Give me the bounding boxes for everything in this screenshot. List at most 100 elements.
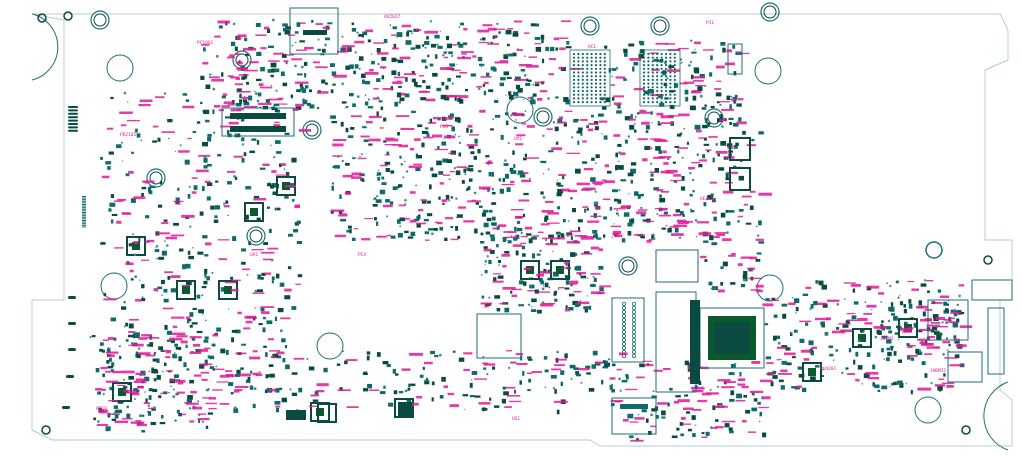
label-mark [344,47,350,51]
label-mark [547,222,560,224]
smd-part [791,386,797,389]
label-mark [424,361,433,365]
smd-part [722,261,728,267]
smd-part [187,319,192,322]
smd-part [554,290,557,295]
smd-part [591,114,594,118]
label-mark [615,234,623,238]
smd-part [397,59,404,64]
label-mark [234,389,243,392]
label-mark [524,32,530,34]
smd-part [614,198,619,202]
smd-part [247,376,251,382]
smd-part [853,359,856,365]
smd-part [585,365,591,369]
smd-part [498,31,501,34]
label-mark [260,306,275,308]
label-mark [711,211,717,214]
smd-part [384,161,391,165]
smd-part [891,382,894,386]
via [176,380,180,383]
label-mark [731,253,736,256]
label-mark [125,262,134,265]
label-mark [706,392,719,395]
label-mark [269,350,280,352]
bga-ball [603,75,606,78]
label-mark [705,198,715,200]
label-mark [576,271,586,275]
smd-part [574,266,577,271]
bga-ball [664,97,668,100]
via [567,235,569,238]
smd-part [198,419,201,423]
smd-part [207,182,213,186]
label-mark [715,426,724,429]
label-mark [200,363,213,366]
smd-part [886,339,892,344]
label-mark [425,98,436,102]
smd-part [586,372,591,375]
smd-part [488,260,492,265]
label-mark [613,102,622,105]
smd-part [555,231,561,235]
smd-part [381,182,387,185]
smd-part [743,395,748,398]
connector-pin [632,309,637,314]
smd-part [645,130,649,133]
smd-part [562,219,566,223]
label-mark [629,58,642,61]
smd-part [526,78,529,82]
smd-part [668,65,675,68]
via [215,54,219,58]
label-mark [441,124,453,127]
smd-part [655,415,659,419]
bga-ball [577,86,580,89]
label-mark [501,253,511,257]
label-mark [243,69,258,72]
label-mark [691,390,704,393]
via [580,381,583,384]
corner-arc-top-left [31,13,59,81]
smd-part [505,112,509,116]
bga-ball [673,97,676,100]
smd-part [354,64,359,69]
smd-part [362,79,365,84]
label-mark [172,325,178,329]
label-mark [341,45,355,48]
label-mark [401,92,406,96]
label-mark [701,392,712,396]
smd-part [520,69,526,72]
smd-part [593,234,598,239]
label-mark [899,327,912,331]
label-mark [718,101,730,103]
smd-part [937,289,942,293]
bga-ball [581,60,584,63]
smd-part [385,168,390,172]
label-mark [202,397,211,399]
via [858,339,861,342]
connector-pin [622,341,627,346]
via [223,202,226,205]
bga-ball [590,97,593,100]
via [696,153,700,156]
bga-ball [603,101,606,104]
smd-part [391,57,396,63]
via [517,172,520,176]
bga-ball [603,89,606,93]
label-mark [268,98,282,101]
smd-part [340,121,344,127]
label-mark [181,284,191,287]
via [106,163,108,166]
smd-part [178,346,181,350]
label-mark [458,95,469,99]
label-mark [863,313,873,315]
smd-part [441,376,446,382]
smd-part [908,303,913,309]
smd-part [482,83,485,87]
smd-part [810,304,814,309]
smd-part [376,111,379,117]
smd-part [141,430,145,433]
label-mark [228,121,239,125]
via [695,424,697,426]
smd-part [241,158,245,163]
